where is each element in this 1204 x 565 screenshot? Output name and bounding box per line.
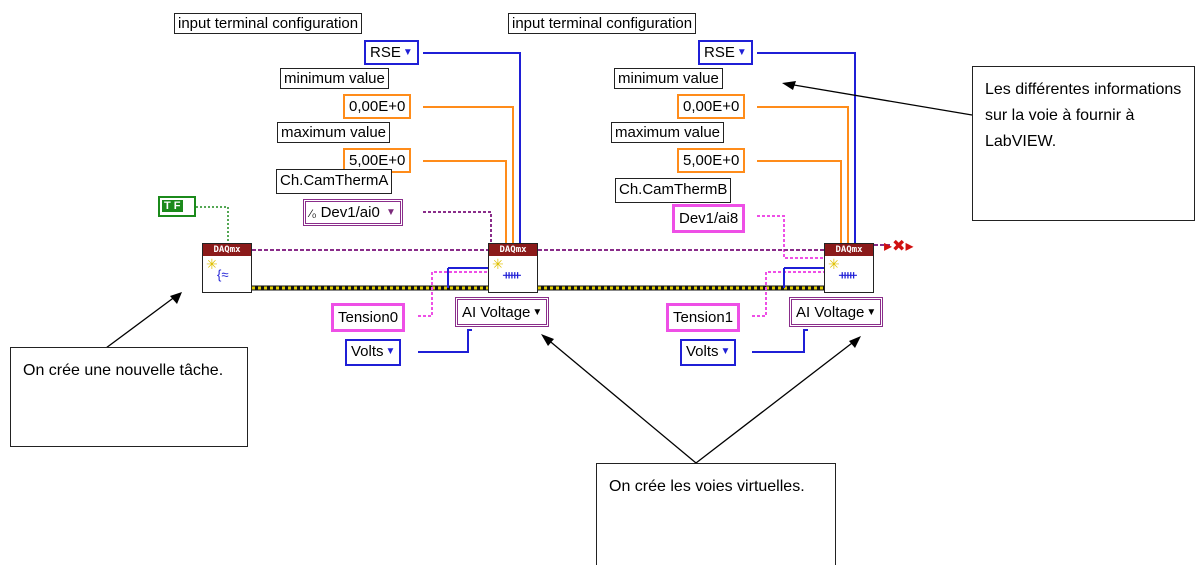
dropdown-arrow-icon[interactable]: ▼ — [532, 307, 543, 319]
physical-channel-a[interactable]: ⁄₀ Dev1/ai0 ▼ — [303, 199, 403, 226]
units-constant-b[interactable]: Volts▼ — [680, 339, 737, 366]
dropdown-arrow-icon[interactable]: ▼ — [385, 207, 396, 219]
units-constant-a[interactable]: Volts▼ — [345, 339, 402, 366]
itc-constant-b[interactable]: RSE▼ — [698, 40, 753, 65]
name-to-assign-b[interactable]: Tension1 — [666, 303, 741, 332]
max-constant-a[interactable]: 5,00E+0 — [343, 148, 412, 173]
dropdown-arrow-icon[interactable]: ▼ — [866, 307, 877, 319]
waveform-icon: {≈ — [217, 267, 229, 282]
note-new-task: On crée une nouvelle tâche. — [10, 347, 248, 447]
max-label-b: maximum value — [611, 122, 725, 143]
max-label-a: maximum value — [277, 122, 391, 143]
note-channel-info: Les différentes informations sur la voie… — [972, 66, 1195, 221]
polymorph-selector-b[interactable]: AI Voltage▼ — [789, 297, 884, 327]
min-label-b: minimum value — [614, 68, 723, 89]
channel-glyph-icon: ᚔ — [503, 267, 521, 282]
min-constant-a[interactable]: 0,00E+0 — [343, 94, 412, 119]
create-task-vi[interactable]: DAQmx ✳ {≈ — [202, 243, 252, 293]
create-channel-vi-icon: ✳ — [492, 256, 504, 272]
dropdown-arrow-icon[interactable]: ▼ — [736, 47, 747, 59]
create-channel-vi-icon: ✳ — [828, 256, 840, 272]
itc-label-b: input terminal configuration — [508, 13, 697, 34]
io-name-icon: ⁄₀ — [310, 208, 317, 220]
channel-name-b[interactable]: Ch.CamThermB — [615, 178, 732, 203]
vi-header: DAQmx — [825, 244, 873, 256]
vi-header: DAQmx — [203, 244, 251, 256]
boolean-constant[interactable]: T F — [158, 196, 196, 217]
physical-channel-b[interactable]: Dev1/ai8 — [672, 204, 746, 233]
channel-glyph-icon: ᚔ — [839, 267, 857, 282]
dropdown-arrow-icon[interactable]: ▼ — [402, 47, 413, 59]
max-constant-b[interactable]: 5,00E+0 — [677, 148, 746, 173]
name-to-assign-a[interactable]: Tension0 — [331, 303, 406, 332]
channel-name-a[interactable]: Ch.CamThermA — [276, 169, 393, 194]
new-task-vi-icon: ✳ — [206, 256, 218, 272]
dropdown-arrow-icon[interactable]: ▼ — [720, 346, 731, 358]
min-label-a: minimum value — [280, 68, 389, 89]
polymorph-selector-a[interactable]: AI Voltage▼ — [455, 297, 550, 327]
note-virtual-channels: On crée les voies virtuelles. — [596, 463, 836, 565]
dropdown-arrow-icon[interactable]: ▼ — [385, 346, 396, 358]
itc-label-a: input terminal configuration — [174, 13, 363, 34]
itc-constant-a[interactable]: RSE▼ — [364, 40, 419, 65]
vi-header: DAQmx — [489, 244, 537, 256]
error-cluster-icon: ▸✖▸ — [884, 238, 914, 255]
min-constant-b[interactable]: 0,00E+0 — [677, 94, 746, 119]
create-channel-vi-b[interactable]: DAQmx ✳ ᚔ — [824, 243, 874, 293]
create-channel-vi-a[interactable]: DAQmx ✳ ᚔ — [488, 243, 538, 293]
